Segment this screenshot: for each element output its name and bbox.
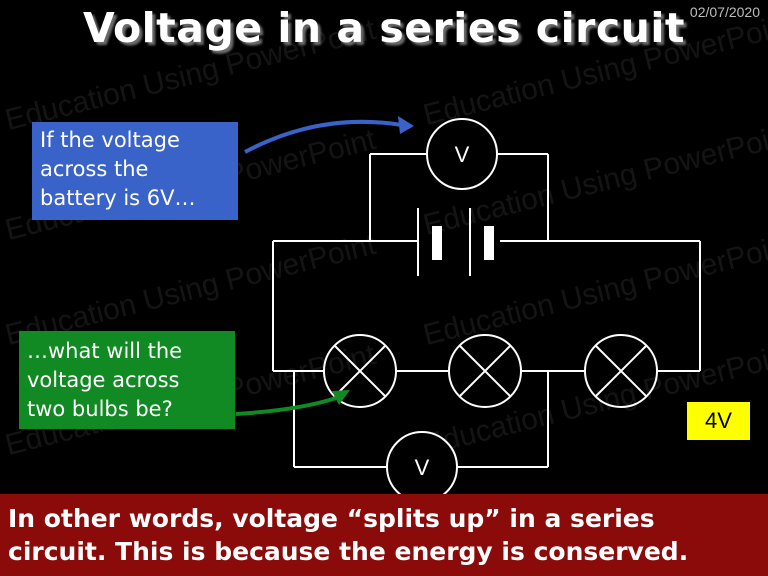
bulb-1-icon	[323, 334, 397, 408]
footer-line: circuit. This is because the energy is c…	[8, 537, 689, 566]
footer-line: In other words, voltage “splits up” in a…	[8, 504, 655, 533]
bulb-2-icon	[448, 334, 522, 408]
callout-line: If the voltage	[40, 128, 180, 152]
voltmeter-top-icon	[426, 118, 498, 190]
footer-text: In other words, voltage “splits up” in a…	[8, 502, 764, 568]
voltmeter-top-label: V	[455, 142, 470, 167]
arrow-to-bulbs	[235, 396, 337, 416]
callout-bulbs-question: …what will the voltage across two bulbs …	[19, 331, 235, 429]
voltmeter-bottom-label: V	[415, 455, 430, 480]
answer-badge: 4V	[687, 402, 750, 440]
footer-banner: In other words, voltage “splits up” in a…	[0, 494, 768, 576]
callout-line: two bulbs be?	[27, 397, 173, 421]
callout-line: battery is 6V…	[40, 186, 196, 210]
arrow-head-green-icon	[332, 390, 350, 405]
bulb-3-icon	[584, 334, 658, 408]
arrow-to-top-voltmeter	[244, 119, 403, 154]
slide-date: 02/07/2020	[689, 4, 760, 20]
callout-line: voltage across	[27, 368, 180, 392]
arrow-head-blue-icon	[398, 116, 414, 134]
battery-cell-terminal	[432, 226, 442, 260]
callout-line: …what will the	[27, 339, 183, 363]
callout-line: across the	[40, 157, 149, 181]
slide-title: Voltage in a series circuit	[82, 4, 686, 52]
callout-battery-voltage: If the voltage across the battery is 6V…	[32, 122, 238, 220]
battery-cell-terminal	[484, 226, 494, 260]
